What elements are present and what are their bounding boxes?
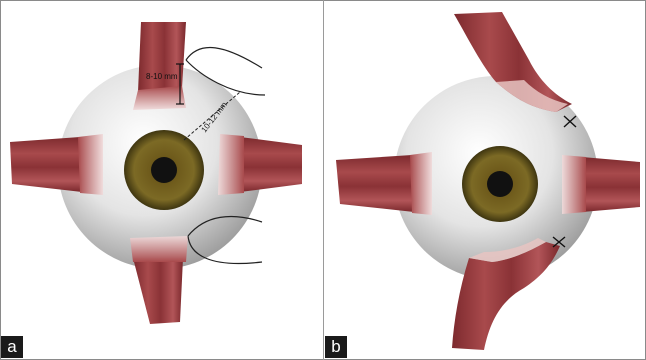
medial-rectus-muscle bbox=[336, 152, 432, 215]
lateral-rectus-muscle bbox=[562, 155, 640, 214]
panel-a-illustration: 8-10 mm 10-12 mm bbox=[0, 0, 322, 360]
medial-rectus-muscle bbox=[10, 134, 103, 195]
superior-rectus-muscle bbox=[133, 22, 186, 110]
pupil bbox=[151, 157, 177, 183]
panel-label-b: b bbox=[325, 336, 347, 358]
panel-b bbox=[324, 0, 646, 360]
inferior-rectus-muscle bbox=[130, 236, 188, 324]
measurement-label-8-10: 8-10 mm bbox=[146, 72, 178, 81]
lateral-rectus-muscle bbox=[218, 134, 302, 195]
panel-b-illustration bbox=[324, 0, 646, 360]
pupil bbox=[487, 171, 513, 197]
panel-a: 8-10 mm 10-12 mm bbox=[0, 0, 322, 360]
panel-label-a: a bbox=[1, 336, 23, 358]
